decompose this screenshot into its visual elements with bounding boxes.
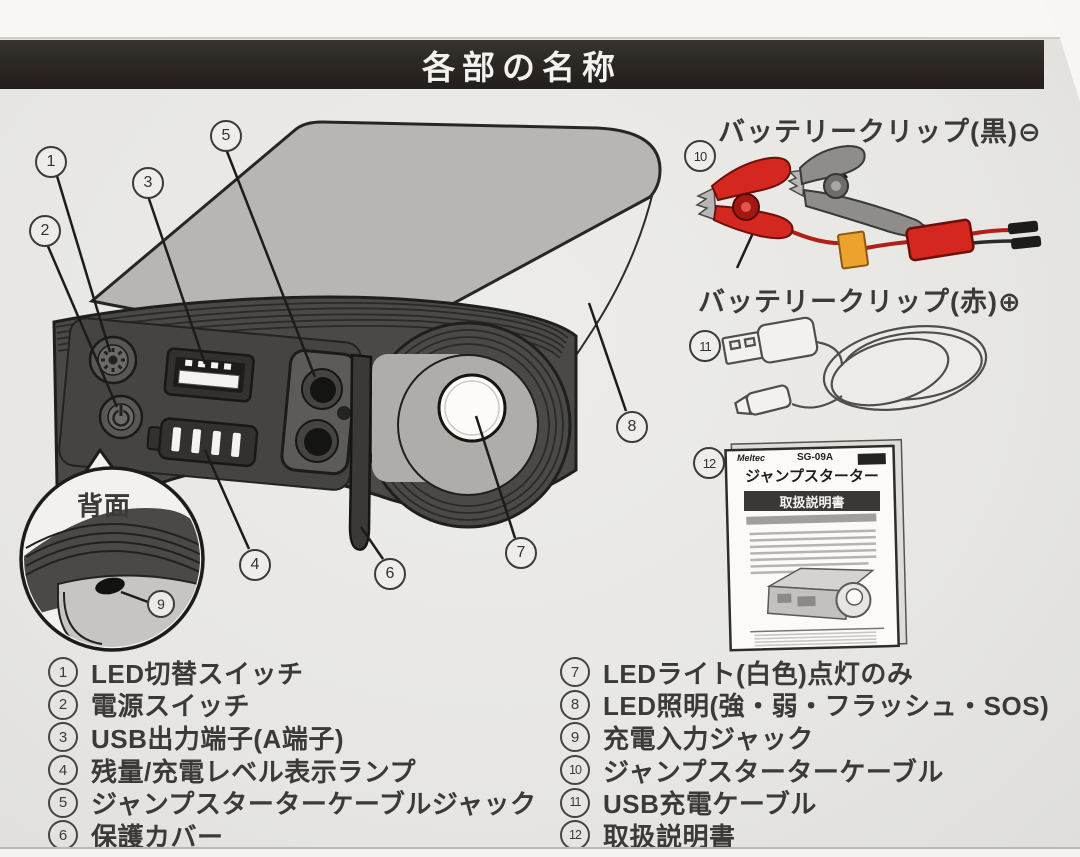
legend-num-3: 3 [48, 722, 78, 753]
legend-label-1: LED切替スイッチ [91, 658, 304, 689]
section-title-bar: 各部の名称 [0, 40, 1044, 89]
legend-label-4: 残量/充電レベル表示ランプ [91, 756, 416, 787]
legend-label-7: LEDライト(白色)点灯のみ [603, 658, 914, 689]
legend-label-9: 充電入力ジャック [603, 723, 814, 754]
legend-item-12: 12 取扱説明書 [560, 819, 1049, 852]
legend-item-1: 1 LED切替スイッチ [48, 656, 537, 689]
booklet-subtitle-band: 取扱説明書 [744, 491, 880, 511]
protective-cover [348, 353, 373, 551]
booklet-model: SG-09A [797, 452, 834, 463]
page-bottom-margin [0, 847, 1080, 857]
battery-clip-black [787, 144, 925, 238]
legend-item-3: 3 USB出力端子(A端子) [48, 721, 537, 754]
power-button [98, 394, 144, 440]
legend-label-11: USB充電ケーブル [603, 789, 817, 820]
device-illustration [52, 120, 662, 551]
legend-num-4: 4 [48, 755, 78, 786]
legend-label-10: ジャンプスターターケーブル [603, 756, 944, 787]
legend-label-3: USB出力端子(A端子) [91, 723, 344, 754]
legend-num-11: 11 [560, 787, 590, 818]
legend-item-6: 6 保護カバー [48, 819, 537, 852]
booklet-subtitle: 取扱説明書 [779, 494, 845, 510]
legend-num-12: 12 [560, 820, 590, 851]
legend-label-2: 電源スイッチ [91, 691, 251, 722]
legend-num-10: 10 [560, 755, 590, 786]
legend-item-9: 9 充電入力ジャック [560, 721, 1049, 754]
label-battery-clip-red: バッテリークリップ(赤)⊕ [698, 287, 1022, 317]
legend-label-6: 保護カバー [91, 821, 224, 852]
callout-7: 7 [505, 537, 537, 569]
booklet-badge [857, 453, 886, 465]
callout-3: 3 [132, 167, 164, 199]
fuse-box [905, 218, 975, 262]
page-title: 各部の名称 [422, 48, 622, 86]
usb-port [163, 347, 255, 403]
callout-11: 11 [689, 330, 721, 362]
legend-left-column: 1 LED切替スイッチ 2 電源スイッチ 3 USB出力端子(A端子) 4 残量/充電レ… [48, 656, 537, 852]
label-battery-clip-black: バッテリークリップ(黒)⊖ [718, 117, 1042, 147]
battery-clip-red [695, 156, 794, 240]
legend-item-11: 11 USB充電ケーブル [560, 786, 1049, 819]
legend-item-4: 4 残量/充電レベル表示ランプ [48, 754, 537, 787]
callout-6: 6 [374, 558, 406, 590]
usb-a-connector [721, 316, 819, 365]
callout-12: 12 [693, 447, 725, 479]
callout-lines [45, 148, 849, 560]
label-back-side: 背面 [77, 491, 132, 521]
legend-item-8: 8 LED照明(強・弱・フラッシュ・SOS) [560, 689, 1050, 722]
callout-1: 1 [35, 146, 67, 178]
callout-2: 2 [29, 215, 61, 247]
back-inset-illustration [19, 448, 205, 652]
battery-gauge [146, 417, 259, 468]
callout-9: 9 [147, 590, 175, 618]
legend-num-1: 1 [48, 657, 78, 688]
callout-8: 8 [616, 411, 648, 443]
charge-input-jack [95, 577, 125, 595]
legend-item-2: 2 電源スイッチ [48, 689, 537, 722]
legend-num-2: 2 [48, 689, 78, 720]
legend-label-8: LED照明(強・弱・フラッシュ・SOS) [603, 691, 1050, 722]
callout-4: 4 [239, 549, 271, 581]
callout-10: 10 [684, 140, 716, 172]
legend-num-5: 5 [48, 787, 78, 818]
page-top-margin [0, 0, 1080, 39]
usb-cable-illustration [721, 316, 988, 416]
cable-tag [837, 230, 869, 270]
legend-item-7: 7 LEDライト(白色)点灯のみ [560, 656, 1049, 689]
booklet-device-thumb [766, 567, 875, 621]
legend-item-5: 5 ジャンプスターターケーブルジャック [48, 786, 537, 819]
legend-item-10: 10 ジャンプスターターケーブル [560, 754, 1049, 787]
led-light [437, 373, 507, 443]
legend-label-12: 取扱説明書 [603, 821, 736, 852]
legend-num-8: 8 [560, 689, 590, 720]
paper-edge [1042, 0, 1080, 102]
micro-usb-connector [734, 384, 792, 416]
booklet-brand: Meltec [737, 453, 766, 463]
jump-jack-panel [280, 349, 358, 476]
legend-num-6: 6 [48, 820, 78, 851]
legend-num-9: 9 [560, 722, 590, 753]
callout-5: 5 [210, 120, 242, 152]
legend-num-7: 7 [560, 657, 590, 688]
legend-label-5: ジャンプスターターケーブルジャック [91, 789, 537, 820]
jumper-cable-illustration [695, 144, 1042, 270]
booklet-title: ジャンプスターター [745, 468, 879, 485]
